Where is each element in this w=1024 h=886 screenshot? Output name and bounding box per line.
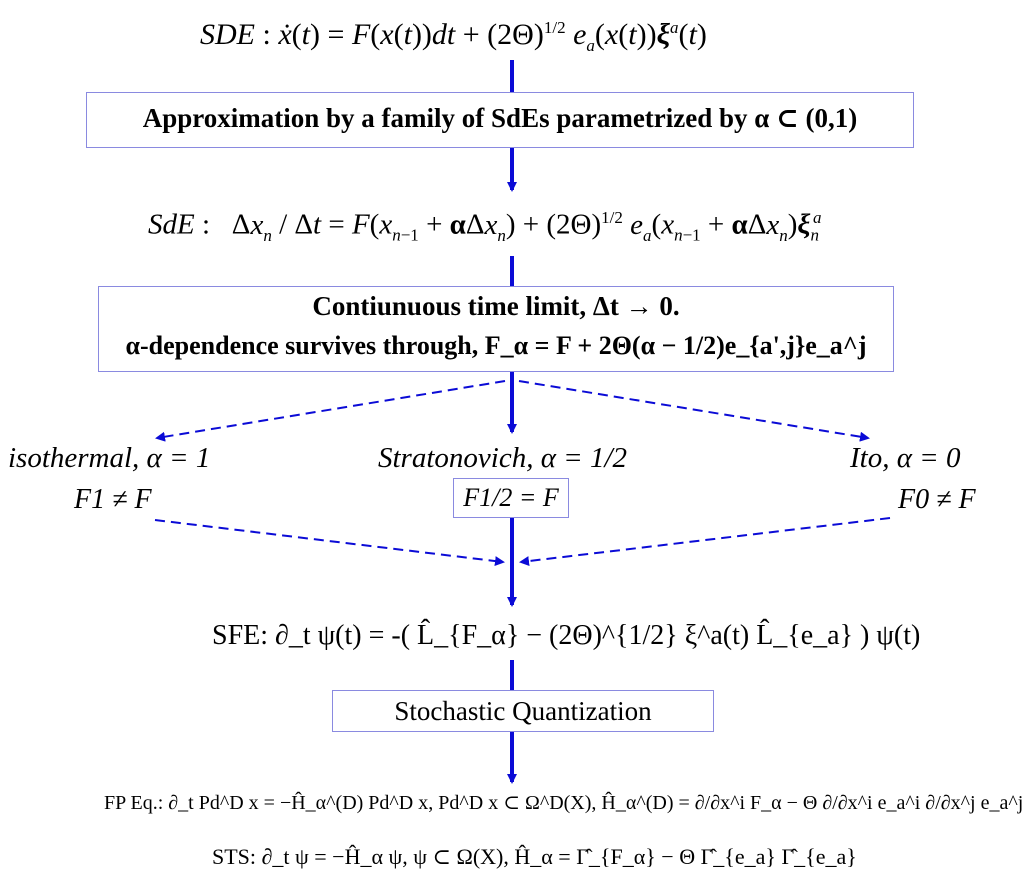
dashed-from-right xyxy=(519,517,891,567)
dashed-from-left xyxy=(154,519,505,567)
continuous-limit-line1: Contiunuous time limit, Δt → 0. xyxy=(312,291,680,321)
branch-left-label: isothermal, α = 1 xyxy=(8,442,211,474)
sde-discrete-equation: SdE : Δxn / Δt = F(xn−1 + αΔxn) + (2Θ)1/… xyxy=(148,208,822,245)
branch-right-label: Ito, α = 0 xyxy=(850,442,961,474)
stochastic-quantization-text: Stochastic Quantization xyxy=(394,696,652,726)
approximation-text: Approximation by a family of SdEs parame… xyxy=(142,103,858,133)
branch-middle-relation-box: F1/2 = F xyxy=(453,478,569,518)
approximation-box: Approximation by a family of SdEs parame… xyxy=(86,92,914,148)
dashed-to-left xyxy=(155,380,506,442)
continuous-limit-line2: α-dependence survives through, F_α = F +… xyxy=(125,331,867,360)
continuous-limit-box: Contiunuous time limit, Δt → 0. α-depend… xyxy=(98,286,894,372)
branch-right-relation: F0 ≠ F xyxy=(898,484,976,515)
branch-middle-label: Stratonovich, α = 1/2 xyxy=(378,442,628,474)
stochastic-quantization-box: Stochastic Quantization xyxy=(332,690,714,732)
branch-left-relation: F1 ≠ F xyxy=(74,484,152,515)
sfe-equation: SFE: ∂_t ψ(t) = -( L̂_{F_α} − (2Θ)^{1/2}… xyxy=(212,620,921,651)
sde-equation: SDE : ẋ(t) = F(x(t))dt + (2Θ)1/2 ea(x(t)… xyxy=(200,18,707,55)
dashed-to-right xyxy=(518,380,870,442)
fp-equation: FP Eq.: ∂_t Pd^D x = −Ĥ_α^(D) Pd^D x, Pd… xyxy=(104,792,1024,814)
branch-middle-relation: F1/2 = F xyxy=(463,483,559,512)
sts-equation: STS: ∂_t ψ = −Ĥ_α ψ, ψ ⊂ Ω(X), Ĥ_α = Γ̂_… xyxy=(212,844,857,869)
